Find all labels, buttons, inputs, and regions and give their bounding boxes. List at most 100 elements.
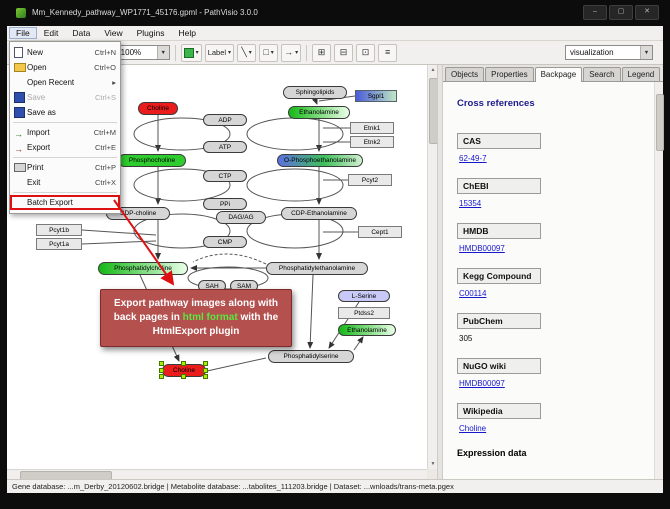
- status-bar: Gene database: ...m_Derby_20120602.bridg…: [7, 479, 663, 493]
- menubar-item-edit[interactable]: Edit: [43, 28, 59, 38]
- menu-item-batch-export[interactable]: Batch Export: [10, 195, 120, 210]
- node-pcyt1a[interactable]: Pcyt1a: [36, 238, 82, 250]
- xref-link[interactable]: 15354: [459, 199, 482, 208]
- menubar-item-data[interactable]: Data: [72, 28, 91, 38]
- stack-button[interactable]: ⊡: [356, 43, 376, 62]
- menubar-item-help[interactable]: Help: [178, 28, 196, 38]
- menubar-item-file[interactable]: File: [9, 27, 37, 39]
- panel-scrollbar[interactable]: [654, 82, 664, 479]
- node-choline[interactable]: Choline: [138, 102, 178, 115]
- tab-backpage[interactable]: Backpage: [534, 67, 583, 82]
- menu-item-save-as[interactable]: Save as: [10, 105, 120, 120]
- selection-handle[interactable]: [203, 374, 208, 379]
- node-ethanolamine[interactable]: Ethanolamine: [288, 106, 350, 119]
- close-button[interactable]: ✕: [635, 5, 659, 20]
- scroll-up-icon[interactable]: ▲: [430, 67, 436, 73]
- menubar-item-view[interactable]: View: [104, 28, 123, 38]
- xref-title: HMDB: [457, 223, 541, 239]
- shape-tool-button[interactable]: □▾: [259, 43, 279, 62]
- xref-link[interactable]: C00114: [459, 289, 487, 298]
- selection-handle[interactable]: [203, 367, 208, 373]
- xref-section: ChEBI 15354: [457, 176, 654, 208]
- node-etnk1[interactable]: Etnk1: [350, 122, 394, 134]
- xref-link[interactable]: Choline: [459, 424, 487, 433]
- node-ppi[interactable]: PPi: [203, 198, 247, 210]
- window-controls: – ▢ ✕: [583, 5, 659, 20]
- zoom-select[interactable]: 100% ▼: [115, 45, 170, 60]
- node-phosphatidylserine[interactable]: Phosphatidylserine: [268, 350, 354, 363]
- save-icon: [14, 107, 27, 118]
- node-cdp-ethanolamine[interactable]: CDP-Ethanolamine: [281, 207, 357, 220]
- selection-handle[interactable]: [159, 367, 164, 373]
- node-etnk2[interactable]: Etnk2: [350, 136, 394, 148]
- selection-handle[interactable]: [181, 361, 186, 366]
- node-cmp[interactable]: CMP: [203, 236, 247, 248]
- node-l-serine[interactable]: L-Serine: [338, 290, 390, 302]
- node-sgpl1[interactable]: Sgpl1: [355, 90, 397, 102]
- xref-title: ChEBI: [457, 178, 541, 194]
- selection-handle[interactable]: [159, 361, 164, 366]
- tab-legend[interactable]: Legend: [621, 67, 661, 81]
- panel-scroll-thumb[interactable]: [656, 94, 664, 151]
- scroll-down-icon[interactable]: ▼: [430, 461, 436, 467]
- tab-search[interactable]: Search: [583, 67, 621, 81]
- align-vertical-button[interactable]: ⊟: [334, 43, 354, 62]
- tab-properties[interactable]: Properties: [485, 67, 534, 81]
- line-tool-button[interactable]: ╲▾: [237, 43, 257, 62]
- node-o-phosphoethanolamine[interactable]: O-Phosphoethanolamine: [277, 154, 363, 167]
- minimize-button[interactable]: –: [583, 5, 607, 20]
- distribute-icon: ≡: [384, 47, 391, 57]
- caret-down-icon: ▾: [295, 50, 299, 56]
- node-phosphatidylethanolamine[interactable]: Phosphatidylethanolamine: [266, 262, 368, 275]
- selection-handle[interactable]: [159, 374, 164, 379]
- xref-link[interactable]: HMDB00097: [459, 379, 505, 388]
- canvas-vertical-scrollbar[interactable]: ▲ ▼: [427, 65, 438, 469]
- node-pcyt2[interactable]: Pcyt2: [348, 174, 392, 186]
- menubar-item-plugins[interactable]: Plugins: [136, 28, 165, 38]
- open-icon: [14, 63, 27, 72]
- align-horizontal-button[interactable]: ⊞: [312, 43, 332, 62]
- menu-item-open-recent[interactable]: Open Recent▸: [10, 75, 120, 90]
- node-atp[interactable]: ATP: [203, 141, 247, 153]
- node-ptdss2[interactable]: Ptdss2: [338, 307, 390, 319]
- caret-down-icon: ▾: [228, 50, 232, 56]
- node-phosphocholine[interactable]: Phosphocholine: [118, 154, 186, 167]
- panel-splitter[interactable]: [437, 65, 443, 479]
- selection-handle[interactable]: [181, 374, 186, 379]
- datanode-icon: [183, 47, 194, 58]
- maximize-button[interactable]: ▢: [609, 5, 633, 20]
- canvas-horizontal-scrollbar[interactable]: [7, 469, 427, 480]
- node-phosphatidylcholine[interactable]: Phosphatidylcholine: [98, 262, 188, 275]
- selection-handle[interactable]: [203, 361, 208, 366]
- node-sphingolipids[interactable]: Sphingolipids: [283, 86, 347, 99]
- label-tool-button[interactable]: Label▾: [204, 43, 235, 62]
- caret-down-icon: ▾: [195, 50, 199, 56]
- node-dag-ag[interactable]: DAG/AG: [216, 211, 266, 224]
- menu-item-label: Save: [27, 93, 46, 102]
- node-ctp[interactable]: CTP: [203, 170, 247, 182]
- node-cept1[interactable]: Cept1: [358, 226, 402, 238]
- connector-tool-button[interactable]: →▾: [281, 43, 302, 62]
- visualization-select[interactable]: visualization ▼: [565, 45, 653, 60]
- menu-item-shortcut: Ctrl+E: [94, 143, 116, 152]
- distribute-button[interactable]: ≡: [378, 43, 398, 62]
- node-pcyt1b[interactable]: Pcyt1b: [36, 224, 82, 236]
- datanode-tool-button[interactable]: ▾: [180, 43, 202, 62]
- node-ethanolamine[interactable]: Ethanolamine: [338, 324, 396, 336]
- xref-link[interactable]: 62-49-7: [459, 154, 487, 163]
- toolbar-separator: [306, 44, 308, 61]
- tab-objects[interactable]: Objects: [445, 67, 485, 81]
- xref-link[interactable]: HMDB00097: [459, 244, 505, 253]
- print-icon: [14, 163, 27, 172]
- node-adp[interactable]: ADP: [203, 114, 247, 126]
